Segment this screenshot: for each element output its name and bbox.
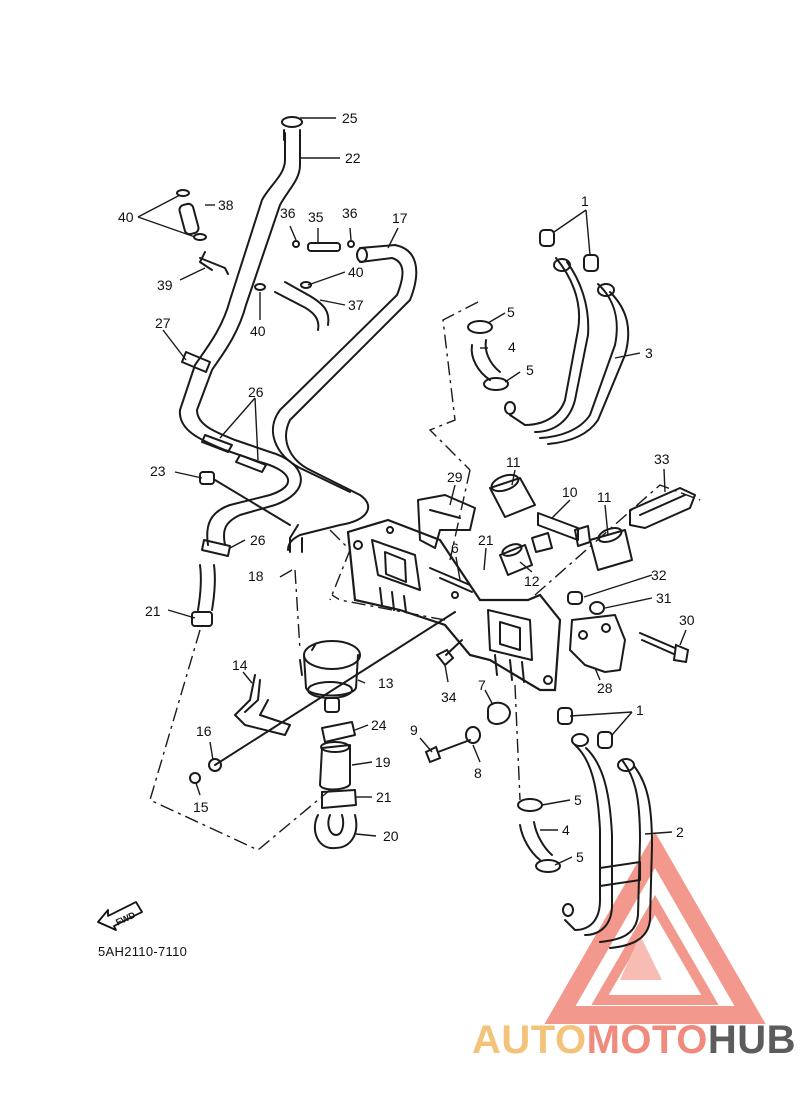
callout-35: 35 xyxy=(308,209,324,225)
callout-32: 32 xyxy=(651,567,667,583)
clamps-26-27 xyxy=(181,351,291,557)
valve-13 xyxy=(299,640,361,713)
callout-25: 25 xyxy=(342,110,358,126)
watermark-part-moto: MOTO xyxy=(586,1018,708,1062)
hoses-19-20-21-24 xyxy=(313,721,358,850)
watermark-part-hub: HUB xyxy=(707,1018,797,1062)
callout-27: 27 xyxy=(155,315,171,331)
callout-22: 22 xyxy=(345,150,361,166)
callout-31: 31 xyxy=(656,590,672,606)
pipe-3 xyxy=(504,229,630,445)
callout-24: 24 xyxy=(371,717,387,733)
forward-arrow-icon: FWD xyxy=(97,901,143,931)
callout-29: 29 xyxy=(447,469,463,485)
callout-2: 2 xyxy=(676,824,684,840)
callout-17: 17 xyxy=(392,210,408,226)
callout-6: 6 xyxy=(451,540,459,556)
callout-5-top-b: 5 xyxy=(526,362,534,378)
callout-9: 9 xyxy=(410,722,418,738)
fittings-group-top-left xyxy=(176,189,355,331)
callout-11-right: 11 xyxy=(597,489,612,505)
callout-7: 7 xyxy=(478,677,486,693)
callout-21-left: 21 xyxy=(145,603,161,619)
bolts-7-8-9-34 xyxy=(424,639,511,764)
callout-26-bottom: 26 xyxy=(250,532,266,548)
callout-8: 8 xyxy=(474,765,482,781)
hose-17 xyxy=(271,244,418,553)
main-bracket-assembly xyxy=(346,518,562,692)
callout-36-right: 36 xyxy=(342,205,358,221)
callout-30: 30 xyxy=(679,612,695,628)
callout-10: 10 xyxy=(562,484,578,500)
bracket-29 xyxy=(417,494,476,549)
callout-3: 3 xyxy=(645,345,653,361)
watermark-logo-triangle xyxy=(544,831,766,1024)
callout-15: 15 xyxy=(193,799,209,815)
pipe-2 xyxy=(557,707,653,949)
callout-14: 14 xyxy=(232,657,248,673)
callout-18: 18 xyxy=(248,568,264,584)
callout-4-bottom: 4 xyxy=(562,822,570,838)
callout-40-middle: 40 xyxy=(348,264,364,280)
callout-37: 37 xyxy=(348,297,364,313)
callout-4-top: 4 xyxy=(508,339,516,355)
watermark-brand: AUTOMOTOHUB xyxy=(472,1016,796,1064)
bracket-28-and-hardware xyxy=(567,591,690,673)
dashed-reference-lines xyxy=(149,301,701,851)
callout-1-top: 1 xyxy=(581,193,589,209)
callout-26-top: 26 xyxy=(248,384,264,400)
callout-labels: 25 22 38 40 39 27 26 23 26 36 35 36 17 4… xyxy=(118,110,695,865)
callout-38: 38 xyxy=(218,197,234,213)
callout-20: 20 xyxy=(383,828,399,844)
callout-13: 13 xyxy=(378,675,394,691)
callout-28: 28 xyxy=(597,680,613,696)
callout-19: 19 xyxy=(375,754,391,770)
callout-16: 16 xyxy=(196,723,212,739)
hose-end-21-left xyxy=(191,564,216,627)
callout-33: 33 xyxy=(654,451,670,467)
callout-1-bottom: 1 xyxy=(636,702,644,718)
hoses-10-11-12 xyxy=(489,473,633,576)
bracket-14 xyxy=(189,611,456,784)
callout-5-top-a: 5 xyxy=(507,304,515,320)
callout-23: 23 xyxy=(150,463,166,479)
callout-34: 34 xyxy=(441,689,457,705)
callout-40-left: 40 xyxy=(118,209,134,225)
callout-21-lower: 21 xyxy=(376,789,392,805)
watermark-part-auto: AUTO xyxy=(472,1018,587,1062)
hose-4-upper xyxy=(467,320,509,391)
callout-36-left: 36 xyxy=(280,205,296,221)
callout-5-bottom-b: 5 xyxy=(576,849,584,865)
bracket-33 xyxy=(629,487,696,529)
callout-39: 39 xyxy=(157,277,173,293)
callout-leaders xyxy=(137,117,687,866)
hose-22 xyxy=(178,116,303,546)
diagram-part-code: 5AH2110-7110 xyxy=(98,944,188,959)
callout-5-bottom-a: 5 xyxy=(574,792,582,808)
hose-4-lower xyxy=(517,798,561,873)
callout-11-left: 11 xyxy=(506,454,521,470)
callout-12: 12 xyxy=(524,573,540,589)
callout-40-lower: 40 xyxy=(250,323,266,339)
callout-21-center: 21 xyxy=(478,532,494,548)
